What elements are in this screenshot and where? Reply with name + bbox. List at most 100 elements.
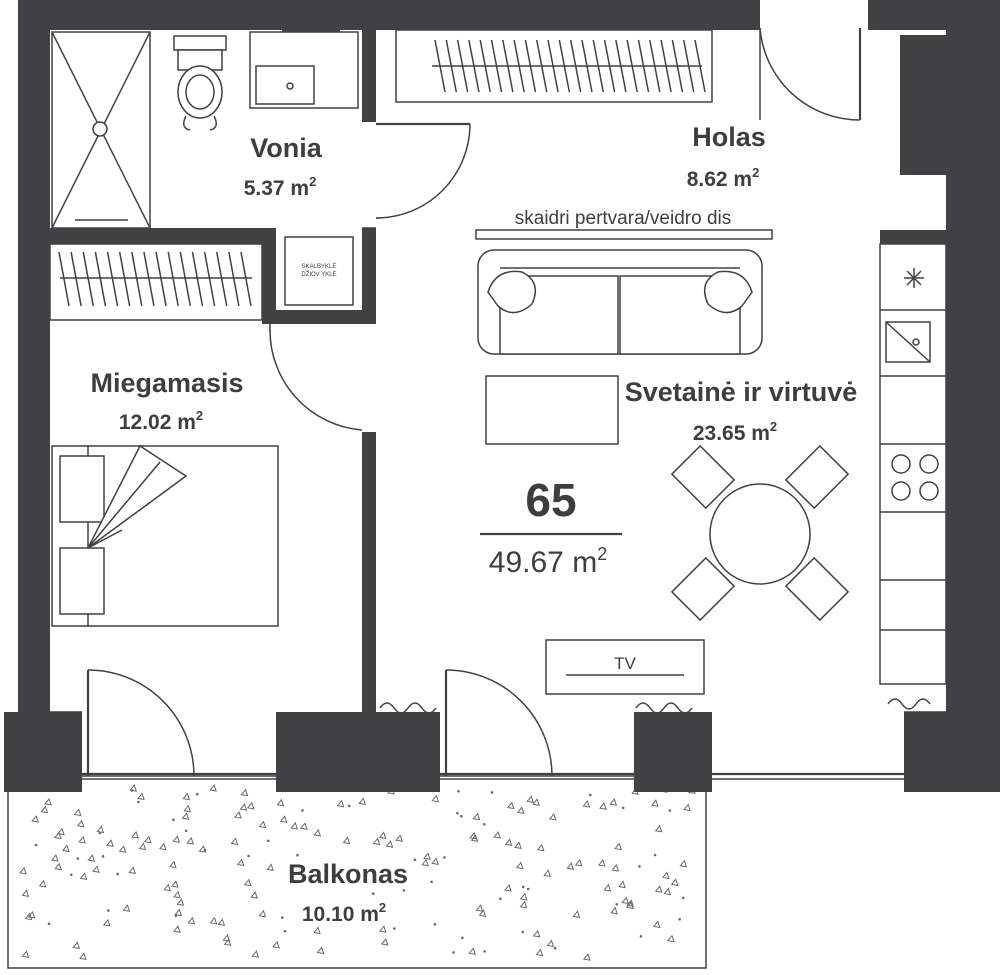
speckle <box>483 950 486 953</box>
speckle <box>597 858 606 867</box>
speckle <box>258 909 267 918</box>
shower <box>51 31 151 229</box>
speckle <box>76 857 80 860</box>
speckle <box>72 941 81 950</box>
speckle <box>460 814 463 818</box>
closet-right-wall <box>362 228 376 324</box>
exterior-walls <box>4 0 1000 792</box>
speckle <box>182 792 191 801</box>
speckle <box>173 890 181 899</box>
sink-icon <box>249 31 359 109</box>
speckle <box>490 791 494 794</box>
hanger <box>215 251 228 307</box>
room-label-miegamasis: Miegamasis 12.02 m2 <box>90 368 243 434</box>
speckle <box>621 896 630 905</box>
hanger <box>694 39 706 93</box>
speckle <box>62 844 70 853</box>
partition <box>475 229 773 240</box>
speckle <box>504 838 513 847</box>
speckle <box>158 842 167 851</box>
speckle <box>313 828 322 837</box>
speckle <box>301 809 304 812</box>
speckle <box>668 809 672 812</box>
closet-wall <box>262 228 276 324</box>
speckle <box>131 830 139 839</box>
hanger <box>191 251 204 307</box>
hanger <box>626 39 638 93</box>
speckle <box>372 837 381 846</box>
speckle <box>639 934 643 938</box>
toilet-icon <box>173 35 227 131</box>
speckle <box>611 863 620 872</box>
hanger <box>82 251 95 307</box>
speckle <box>548 812 557 821</box>
speckle <box>176 898 185 906</box>
speckle <box>395 834 403 842</box>
speckle <box>31 815 39 823</box>
speckle <box>130 789 134 792</box>
right-wall <box>946 0 1000 712</box>
svetaine-name: Svetainė ir virtuvė <box>625 377 858 407</box>
speckle <box>280 916 284 919</box>
speckle <box>336 799 345 808</box>
hanger <box>490 39 503 93</box>
speckle <box>258 820 267 829</box>
holas-area: 8.62 m2 <box>687 165 760 191</box>
speckle <box>116 872 119 876</box>
radiators <box>379 698 931 714</box>
speckle <box>236 858 245 867</box>
speckle <box>170 880 179 888</box>
vonia-area: 5.37 m2 <box>244 174 317 200</box>
speckle <box>137 800 140 804</box>
hanger <box>94 251 107 307</box>
windows <box>50 711 948 780</box>
speckle <box>184 829 188 833</box>
speckle <box>652 920 661 929</box>
speckle <box>79 872 88 880</box>
dining-set <box>670 444 850 622</box>
right-column <box>900 35 946 175</box>
speckle <box>98 831 102 835</box>
speckle <box>38 879 47 888</box>
speckle <box>247 854 250 858</box>
speckle <box>582 953 591 961</box>
speckle <box>526 887 530 891</box>
room-label-svetaine: Svetainė ir virtuvė 23.65 m2 <box>625 377 858 445</box>
speckle <box>186 836 195 845</box>
speckle <box>650 799 659 807</box>
speckle <box>626 899 635 907</box>
room-label-balkonas: Balkonas 10.10 m2 <box>288 859 408 926</box>
speckle <box>452 951 455 954</box>
pillar <box>904 712 1000 792</box>
speckle <box>173 925 181 933</box>
speckle <box>174 908 183 917</box>
speckle <box>73 808 82 817</box>
speckle <box>342 836 351 845</box>
speckle <box>515 861 524 870</box>
coffee-table <box>485 375 619 445</box>
speckle <box>499 897 502 900</box>
hanger <box>468 39 480 93</box>
speckle <box>468 947 477 955</box>
speckle <box>519 892 528 901</box>
speckle <box>521 930 524 934</box>
speckle <box>626 901 634 910</box>
speckle <box>663 887 672 896</box>
hanger <box>70 251 82 307</box>
speckle <box>313 926 321 935</box>
speckle <box>47 922 51 926</box>
hanger <box>106 251 119 307</box>
partition-note: skaidri pertvara/veidro dis <box>515 208 731 229</box>
speckle <box>306 907 309 911</box>
hanger <box>682 39 695 93</box>
speckle <box>209 916 218 925</box>
speckle <box>246 801 255 810</box>
pillar <box>634 712 712 792</box>
speckle <box>457 790 460 793</box>
balkonas-name: Balkonas <box>288 859 408 889</box>
speckle <box>358 797 367 805</box>
speckle <box>222 934 231 942</box>
apartment-number: 65 <box>525 474 576 526</box>
tv-stand: TV <box>545 639 705 695</box>
room-label-vonia: Vonia 5.37 m2 <box>244 133 323 200</box>
